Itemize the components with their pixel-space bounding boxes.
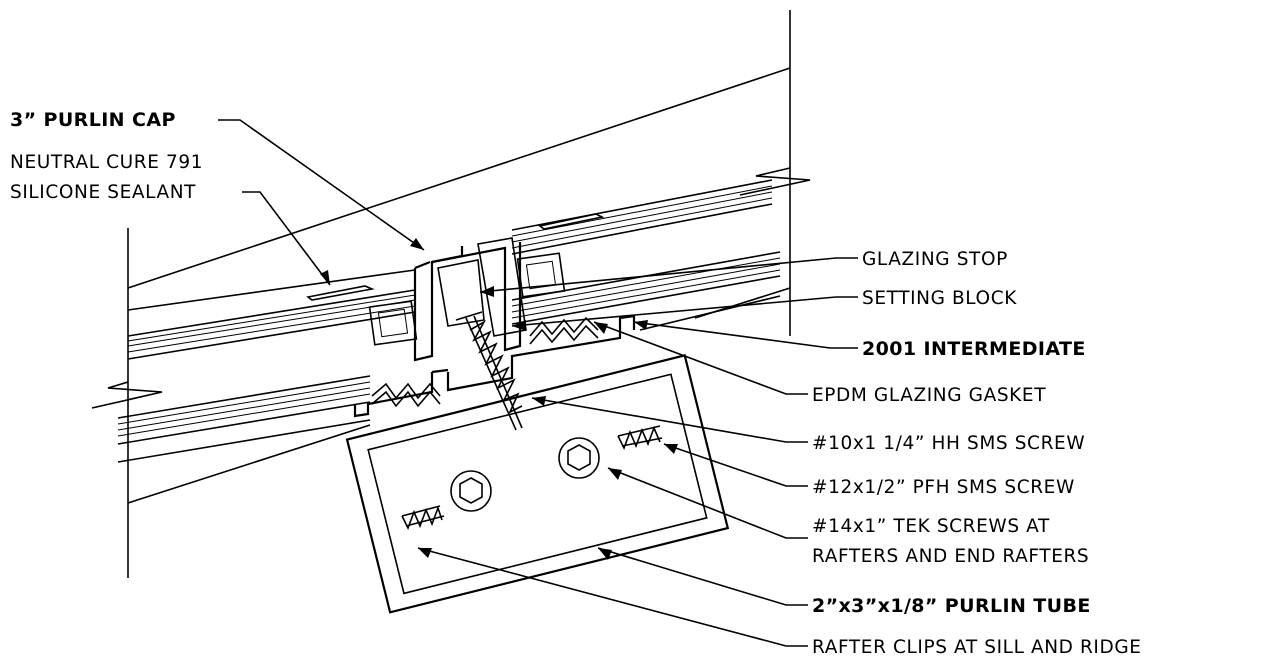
label-setting-block: SETTING BLOCK <box>862 288 1017 309</box>
label-sealant-line-2: SILICONE SEALANT <box>10 182 196 203</box>
label-tek-screws-line-2: RAFTERS AND END RAFTERS <box>812 546 1089 567</box>
tek-screw-heads <box>450 437 600 512</box>
label-purlin-tube: 2”x3”x1/8” PURLIN TUBE <box>812 595 1091 617</box>
label-rafter-clips: RAFTER CLIPS AT SILL AND RIDGE <box>812 637 1142 657</box>
label-hh-screw: #10x1 1/4” HH SMS SCREW <box>812 433 1085 454</box>
hh-sms-screw <box>455 311 523 431</box>
label-purlin-cap: 3” PURLIN CAP <box>10 109 176 131</box>
label-intermediate: 2001 INTERMEDIATE <box>862 338 1086 360</box>
label-tek-screws-line-1: #14x1” TEK SCREWS AT <box>812 516 1050 537</box>
label-epdm-gasket: EPDM GLAZING GASKET <box>812 385 1046 406</box>
purlin-cap-profile <box>413 242 522 362</box>
break-lines <box>91 167 811 409</box>
intermediate-profile <box>353 314 636 418</box>
label-sealant-line-1: NEUTRAL CURE 791 <box>10 152 203 173</box>
glazing-panels <box>117 179 781 463</box>
callout-labels: 3” PURLIN CAP NEUTRAL CURE 791 SILICONE … <box>10 109 1142 657</box>
silicone-sealant-beads <box>306 213 605 301</box>
label-pfh-screw: #12x1/2” PFH SMS SCREW <box>812 477 1075 498</box>
building-outline <box>127 10 791 578</box>
purlin-tube <box>345 354 730 614</box>
pfh-sms-screws <box>401 425 663 530</box>
label-glazing-stop: GLAZING STOP <box>862 249 1008 270</box>
leader-lines <box>218 119 858 647</box>
